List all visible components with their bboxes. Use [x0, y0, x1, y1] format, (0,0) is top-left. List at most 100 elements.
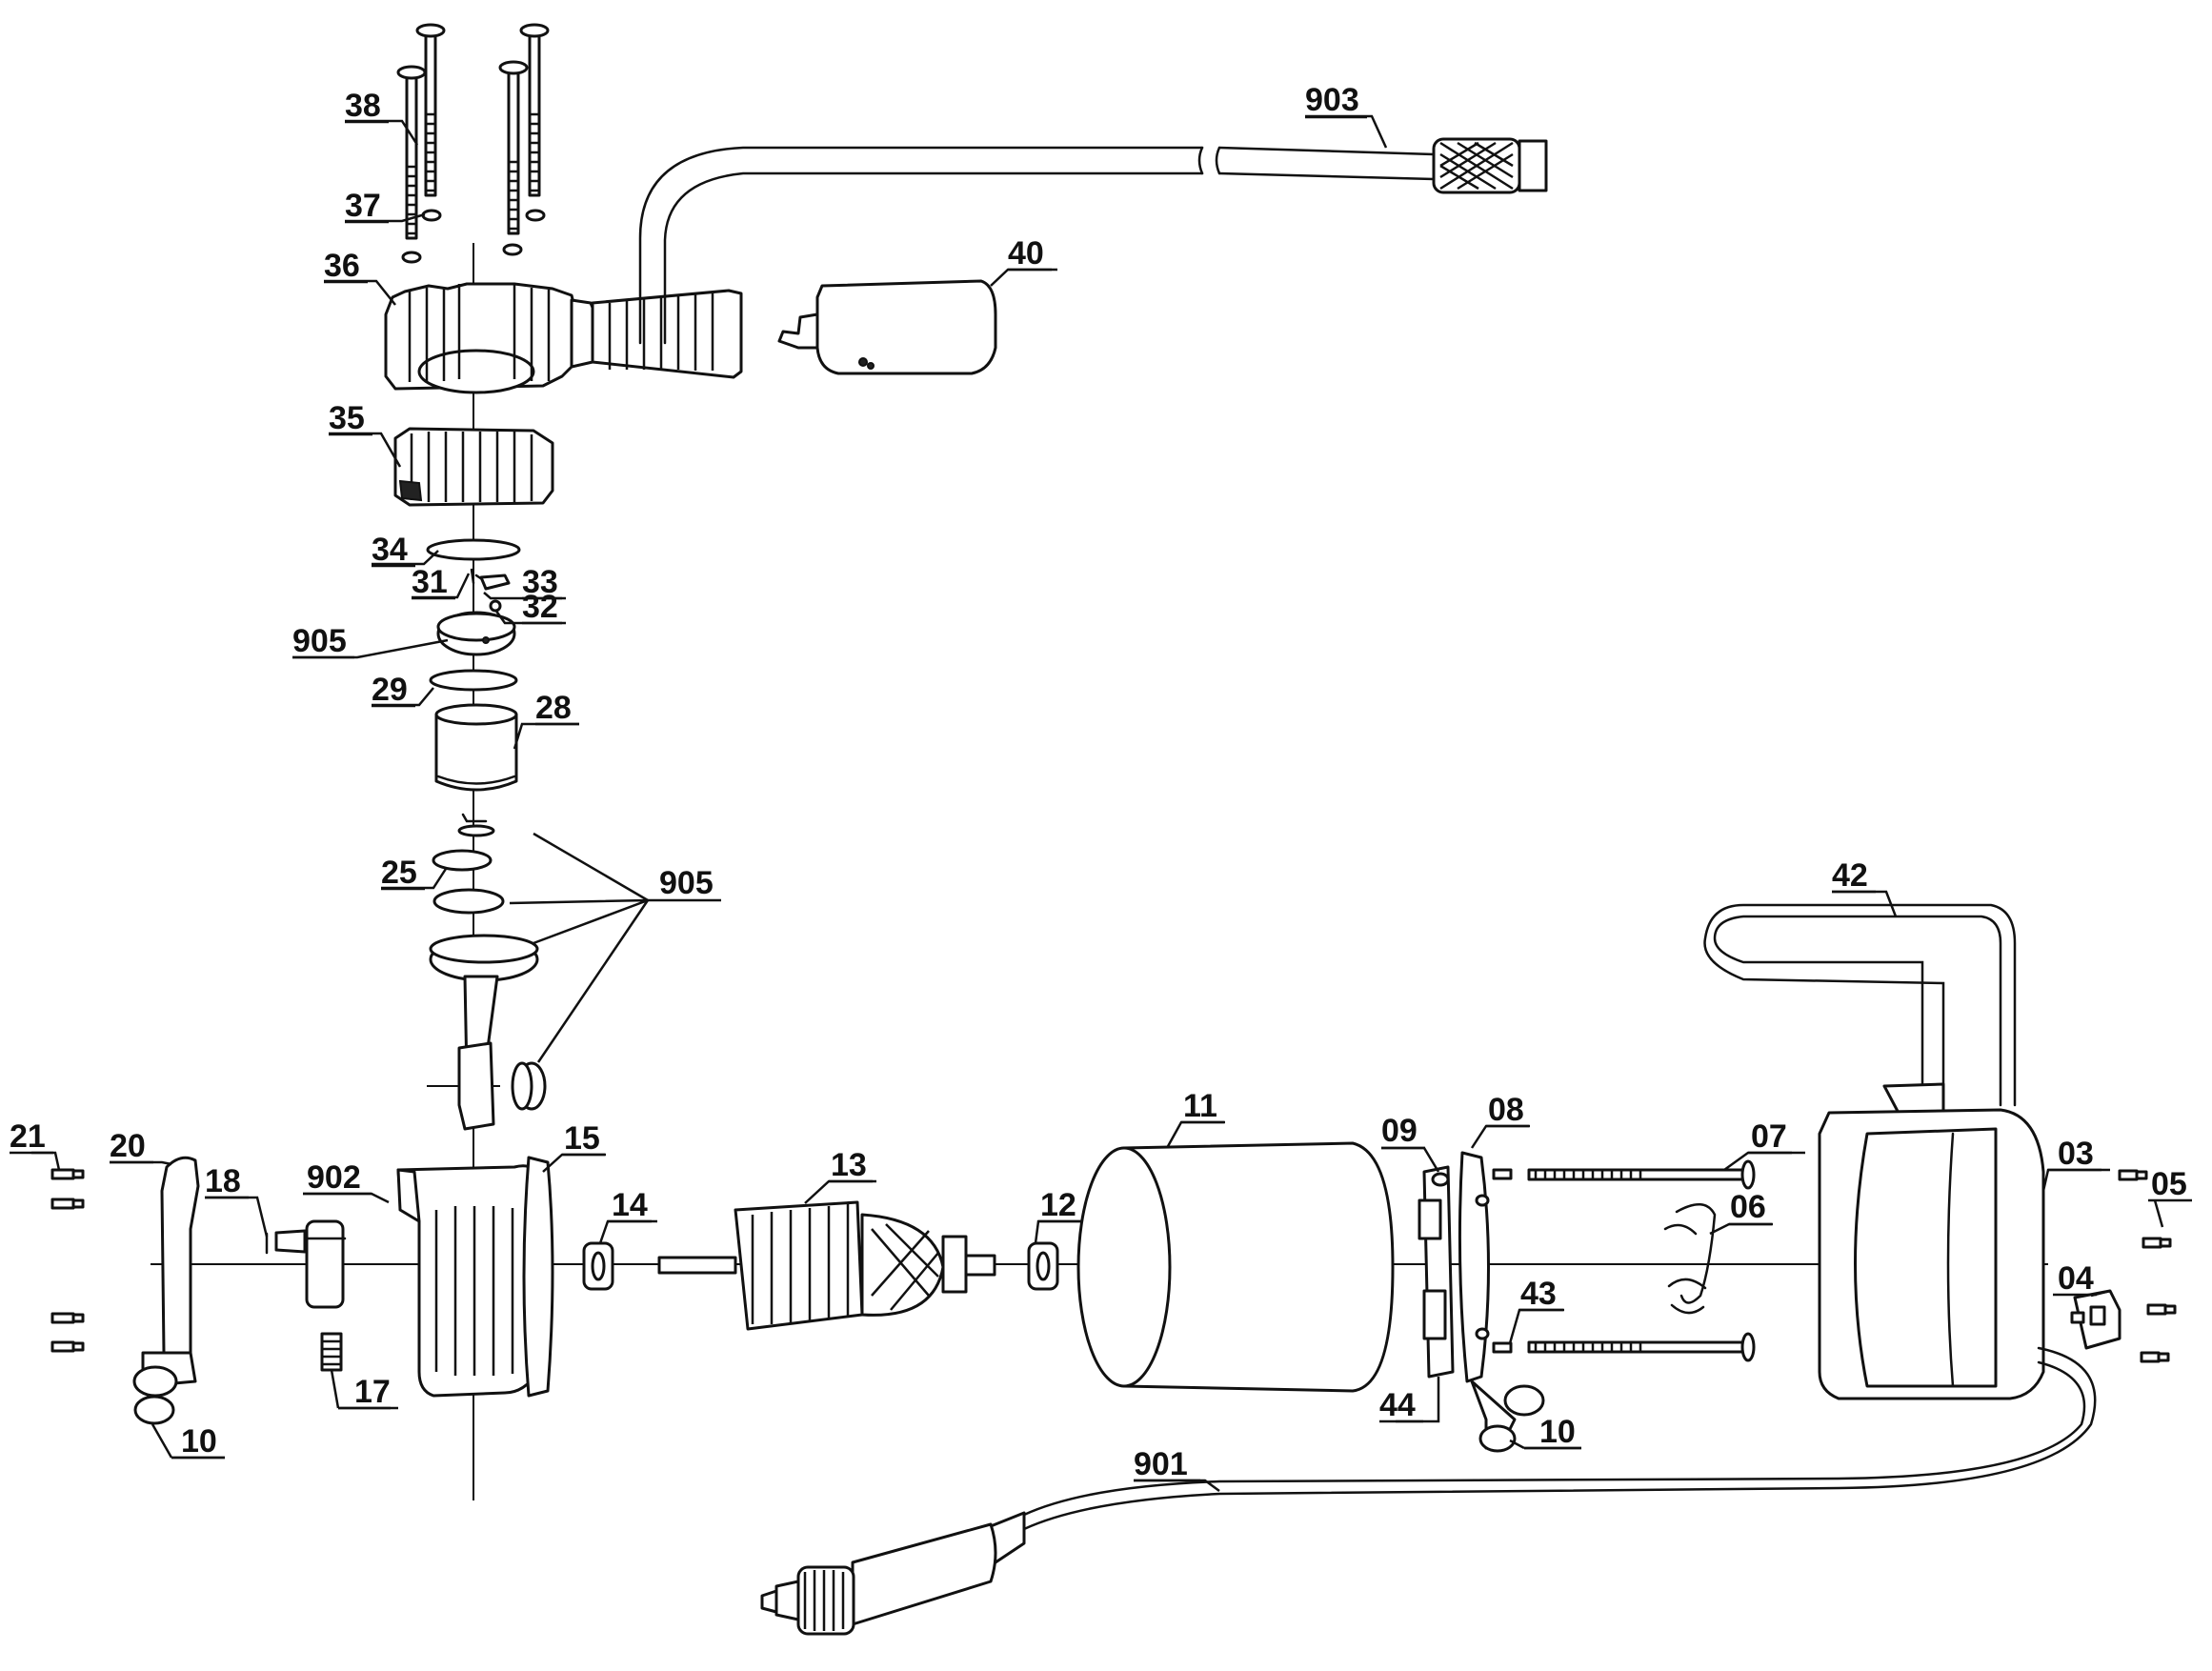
valve-screw-32	[489, 599, 502, 613]
main-housing-03	[1818, 1108, 2045, 1400]
wire-clip-06	[1663, 1203, 1717, 1315]
cylinder-head	[384, 282, 743, 394]
svg-text:05: 05	[2151, 1166, 2187, 1202]
label-06: 06	[1729, 1189, 1773, 1226]
foot-10-right	[1478, 1384, 1545, 1453]
svg-text:04: 04	[2058, 1260, 2094, 1297]
svg-text:10: 10	[1539, 1414, 1576, 1450]
screws-21	[50, 1168, 85, 1353]
bearing-12	[1027, 1241, 1059, 1291]
piston-cup	[432, 888, 505, 915]
svg-text:15: 15	[564, 1120, 600, 1157]
svg-text:32: 32	[522, 589, 558, 625]
label-25: 25	[381, 855, 425, 891]
label-10-left: 10	[171, 1423, 225, 1460]
svg-text:07: 07	[1751, 1118, 1787, 1155]
pressure-gauge	[777, 279, 997, 375]
svg-text:29: 29	[372, 672, 408, 708]
label-44: 44	[1379, 1387, 1423, 1423]
bearing-14	[582, 1241, 614, 1291]
svg-text:12: 12	[1040, 1187, 1076, 1223]
label-14: 14	[608, 1187, 652, 1223]
label-37: 37	[345, 188, 389, 224]
svg-text:42: 42	[1832, 857, 1868, 894]
switch-04	[2070, 1289, 2122, 1350]
svg-text:33: 33	[522, 564, 558, 600]
svg-text:21: 21	[10, 1118, 46, 1155]
power-cord-901	[760, 1346, 2097, 1636]
screws-05	[2118, 1169, 2177, 1363]
label-901: 901	[1134, 1446, 1200, 1482]
svg-text:06: 06	[1730, 1189, 1766, 1225]
label-903: 903	[1305, 82, 1367, 119]
svg-text:10: 10	[181, 1423, 217, 1460]
label-17: 17	[338, 1374, 398, 1410]
svg-text:36: 36	[324, 248, 360, 284]
svg-text:13: 13	[831, 1147, 867, 1183]
svg-text:03: 03	[2058, 1136, 2094, 1172]
svg-text:905: 905	[292, 623, 347, 659]
piston-small-parts	[457, 813, 495, 837]
svg-text:37: 37	[345, 188, 381, 224]
label-11: 11	[1181, 1088, 1225, 1124]
label-43: 43	[1519, 1276, 1563, 1312]
eccentric-902	[274, 1219, 347, 1309]
svg-text:28: 28	[535, 690, 572, 726]
svg-text:14: 14	[612, 1187, 648, 1223]
valve-reed-33	[479, 574, 511, 591]
label-04: 04	[2053, 1260, 2097, 1297]
brush-holder	[1418, 1165, 1455, 1379]
label-905-valve: 905	[292, 623, 354, 659]
svg-text:25: 25	[381, 855, 417, 891]
svg-text:38: 38	[345, 88, 381, 124]
label-33: 33	[522, 564, 566, 600]
svg-text:17: 17	[354, 1374, 391, 1410]
label-05: 05	[2148, 1166, 2192, 1202]
o-ring-34	[426, 538, 521, 561]
air-hose	[638, 137, 1548, 345]
svg-text:43: 43	[1520, 1276, 1557, 1312]
label-20: 20	[110, 1128, 153, 1164]
part-labels: 38 37 36 35 34 31 33 32 905 29 28 25 905…	[10, 82, 2192, 1482]
connecting-rod	[429, 934, 539, 1131]
svg-text:44: 44	[1379, 1387, 1416, 1423]
label-34: 34	[372, 532, 415, 568]
end-bracket-20	[132, 1156, 200, 1425]
svg-text:11: 11	[1183, 1088, 1217, 1124]
piston-sleeve	[434, 703, 518, 792]
svg-text:903: 903	[1305, 82, 1359, 118]
o-ring-29	[429, 669, 518, 692]
svg-text:35: 35	[329, 400, 365, 436]
cylinder	[393, 427, 554, 507]
label-03: 03	[2048, 1136, 2101, 1172]
label-18: 18	[205, 1163, 249, 1199]
armature-13	[657, 1200, 996, 1331]
label-13: 13	[829, 1147, 873, 1183]
label-09: 09	[1381, 1113, 1425, 1150]
svg-text:901: 901	[1134, 1446, 1188, 1482]
svg-text:20: 20	[110, 1128, 146, 1164]
label-15: 15	[562, 1120, 606, 1157]
label-10-right: 10	[1524, 1414, 1581, 1450]
screws-43	[1492, 1168, 1513, 1354]
svg-text:40: 40	[1008, 235, 1044, 272]
label-28: 28	[535, 690, 579, 726]
svg-text:31: 31	[412, 564, 448, 600]
washers	[401, 209, 546, 264]
valve-plate	[436, 611, 516, 656]
label-31: 31	[412, 564, 455, 600]
long-bolts-07	[1527, 1159, 1756, 1362]
label-35: 35	[329, 400, 372, 436]
piston-ring-25	[432, 849, 493, 872]
svg-text:902: 902	[307, 1159, 361, 1196]
label-08: 08	[1486, 1092, 1530, 1128]
svg-text:18: 18	[205, 1163, 241, 1199]
svg-text:09: 09	[1381, 1113, 1418, 1149]
label-36: 36	[324, 248, 368, 284]
cylinder-bolts	[396, 23, 550, 240]
label-32: 32	[522, 589, 566, 625]
label-29: 29	[372, 672, 415, 708]
svg-text:08: 08	[1488, 1092, 1524, 1128]
label-42: 42	[1832, 857, 1876, 894]
